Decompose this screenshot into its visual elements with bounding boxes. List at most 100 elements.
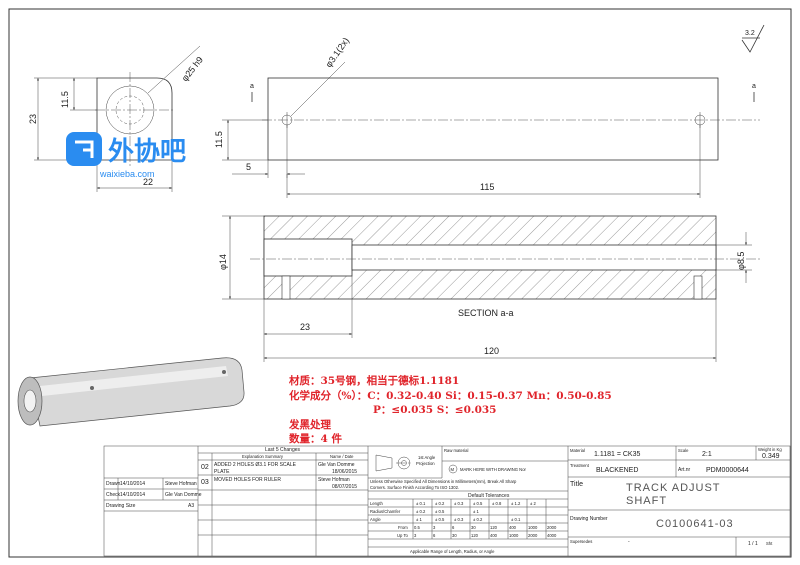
- dim-hole-offset: 5: [246, 162, 251, 172]
- title-label: Title: [570, 481, 583, 488]
- tol-cell: ± 1: [473, 509, 479, 514]
- side-view: a a φ3.1(2x) 11.5 5 115: [214, 36, 760, 198]
- change-rev-2: 03: [201, 479, 209, 486]
- upto-value: 6: [433, 533, 436, 538]
- col-summary: Explanation Summary: [242, 454, 284, 459]
- change-summary-1a: ADDED 2 HOLES Ø3.1 FOR SCALE: [214, 462, 297, 468]
- drawing-size: A3: [188, 503, 194, 509]
- section-marker-left: a: [250, 83, 254, 90]
- sheet-label: Sht: [766, 541, 773, 546]
- change-summary-2: MOVED HOLES FOR RULER: [214, 477, 281, 483]
- art: PDM0000644: [706, 467, 749, 474]
- change-date-1: 18/06/2015: [332, 469, 357, 475]
- treatment-label: Treatment: [570, 463, 590, 468]
- title-block: Drawn 14/10/2014 Steve Hofman Check 14/1…: [103, 445, 791, 557]
- section-marker-right: a: [752, 83, 756, 90]
- dim-hole-height: 11.5: [214, 131, 224, 148]
- scale: 2:1: [702, 451, 712, 458]
- notes: 材质：35号钢，相当于德标1.1181 化学成分（%）：C：0.32-0.40 …: [288, 374, 612, 445]
- unless-2: Corners. Surface Finish According To ISO…: [370, 485, 459, 490]
- title-1: TRACK ADJUST: [626, 482, 721, 494]
- projection-line-1: 1st Angle: [418, 455, 436, 460]
- dim-height: 23: [28, 114, 38, 124]
- tol-label-radius: Radius/Chamfer: [370, 509, 401, 514]
- sheet-border: [8, 8, 792, 558]
- from-value: 2000: [547, 525, 557, 530]
- tol-cell: ± 0.2: [473, 517, 483, 522]
- change-name-2: Steve Hofman: [318, 477, 350, 483]
- from-value: 400: [509, 525, 517, 530]
- section-label: SECTION a-a: [458, 308, 514, 318]
- isometric-view: [17, 357, 245, 427]
- section-view: φ14 φ8.5 SECTION a-a 23 120: [218, 215, 760, 362]
- title-2: SHAFT: [626, 495, 667, 507]
- roughness-value: 3.2: [745, 30, 755, 37]
- drawing-number-label: Drawing Number: [570, 516, 608, 522]
- upto-value: 4000: [547, 533, 557, 538]
- svg-text:外协吧: 外协吧: [108, 136, 186, 166]
- unless-1: Unless Otherwise Specified All Dimension…: [370, 479, 517, 484]
- note-material: 材质：35号钢，相当于德标1.1181: [288, 374, 459, 387]
- dim-bore: φ25 h9: [180, 55, 205, 84]
- note-treatment: 发黑处理: [288, 418, 331, 431]
- tol-cell: ± 0.5: [473, 501, 483, 506]
- from-value: 30: [471, 525, 476, 530]
- note-quantity: 数量：4 件: [288, 432, 342, 445]
- raw-material-label: Raw material: [444, 448, 469, 453]
- tol-cell: ± 0.8: [492, 501, 502, 506]
- change-summary-1b: PLATE: [214, 469, 230, 475]
- tol-cell: ± 2: [530, 501, 536, 506]
- dim-inner-diameter: φ8.5: [736, 252, 746, 270]
- check-by: Gle Van Domme: [165, 492, 202, 498]
- dim-length: 120: [484, 346, 499, 356]
- dim-bore-depth: 23: [300, 322, 310, 332]
- upto-value: 30: [452, 533, 457, 538]
- tol-title: Default Tolerances: [468, 493, 510, 499]
- sheet: 1 / 1: [748, 541, 758, 547]
- from-value: 120: [490, 525, 498, 530]
- check-label: Check: [106, 492, 121, 498]
- col-name-date: Name / Date: [330, 454, 354, 459]
- upto-label: Up To: [397, 533, 409, 538]
- supersedes: -: [628, 539, 630, 545]
- dim-half-height: 11.5: [60, 91, 70, 108]
- from-value: 3: [433, 525, 436, 530]
- drawn-date: 14/10/2014: [120, 481, 145, 487]
- upto-value: 3: [414, 533, 417, 538]
- supersedes-label: Supersedes: [570, 539, 592, 544]
- material: 1.1181 = CK35: [594, 451, 640, 458]
- material-label: Material: [570, 448, 585, 453]
- tol-cell: ± 1.2: [511, 501, 521, 506]
- drawn-by: Steve Hofman: [165, 481, 197, 487]
- drawn-label: Drawn: [106, 481, 121, 487]
- change-date-2: 08/07/2015: [332, 484, 357, 490]
- surface-roughness-symbol: 3.2: [741, 24, 765, 53]
- applicable: Applicable Range of Length, Radius, or A…: [410, 549, 495, 554]
- change-rev-1: 02: [201, 464, 209, 471]
- drawing-size-label: Drawing Size: [106, 503, 136, 509]
- weight-label: Weight in Kg: [758, 447, 782, 452]
- check-date: 14/10/2014: [120, 492, 145, 498]
- tol-cell: ± 0.5: [435, 509, 445, 514]
- watermark-logo: 外协吧 waixieba.com: [66, 132, 186, 179]
- tol-cell: ± 0.2: [435, 501, 445, 506]
- from-value: 0.5: [414, 525, 420, 530]
- change-name-1: Gle Van Domme: [318, 462, 355, 468]
- last5-title: Last 5 Changes: [265, 447, 301, 453]
- svg-text:waixieba.com: waixieba.com: [99, 169, 155, 179]
- upto-value: 2000: [528, 533, 538, 538]
- upto-value: 1000: [509, 533, 519, 538]
- tol-cell: ± 0.2: [416, 509, 426, 514]
- from-value: 6: [452, 525, 455, 530]
- dim-outer-diameter: φ14: [218, 254, 228, 270]
- tol-cell: ± 0.3: [454, 517, 464, 522]
- mark-here: MARK HERE WITH DRAWING Nor: [460, 467, 527, 472]
- scale-label: Scale: [678, 448, 689, 453]
- from-value: 1000: [528, 525, 538, 530]
- dim-hole: φ3.1(2x): [323, 36, 351, 69]
- tol-cell: ± 0.1: [416, 501, 426, 506]
- projection-line-2: Projection: [416, 461, 435, 466]
- svg-text:M: M: [451, 467, 455, 472]
- tol-cell: ± 0.5: [435, 517, 445, 522]
